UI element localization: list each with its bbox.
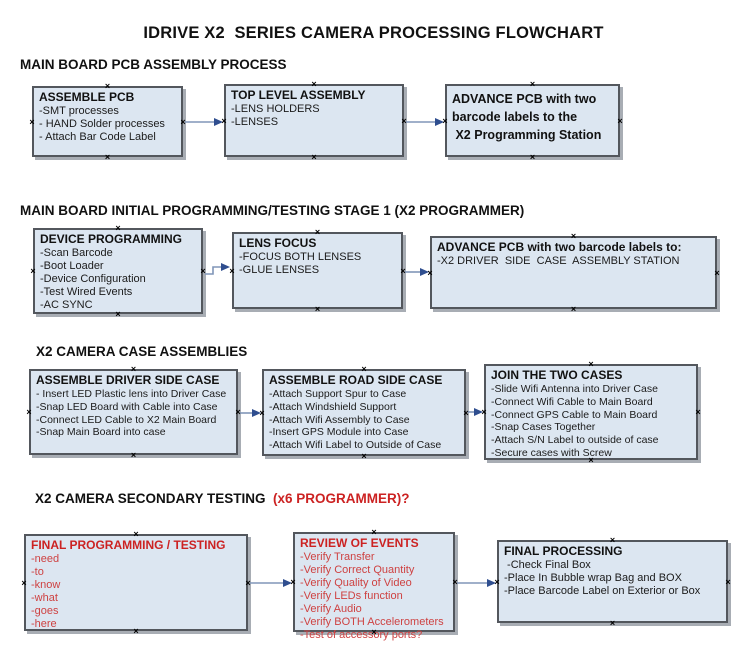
- flow-box-assemble-pcb[interactable]: ASSEMBLE PCB -SMT processes - HAND Solde…: [29, 82, 185, 162]
- box-title: ASSEMBLE ROAD SIDE CASE: [269, 373, 443, 387]
- box-title: LENS FOCUS: [239, 236, 317, 250]
- box-title: DEVICE PROGRAMMING: [40, 232, 183, 246]
- box-items: -Verify Transfer -Verify Correct Quantit…: [300, 551, 444, 641]
- connector-arrow[interactable]: [250, 579, 292, 587]
- connector-arrow[interactable]: [185, 118, 223, 126]
- section-heading-text: MAIN BOARD INITIAL PROGRAMMING/TESTING S…: [20, 203, 525, 218]
- box-items: -Check Final Box -Place In Bubble wrap B…: [504, 559, 701, 597]
- box-title: ADVANCE PCB with two barcode labels to:: [437, 240, 682, 254]
- flow-box-advance-pcb-programming-station[interactable]: ADVANCE PCB with two barcode labels to t…: [442, 80, 622, 162]
- connector-arrow[interactable]: [406, 118, 444, 126]
- flow-box-top-level-assembly[interactable]: TOP LEVEL ASSEMBLY -LENS HOLDERS -LENSES…: [221, 80, 406, 162]
- box-title: REVIEW OF EVENTS: [300, 536, 419, 550]
- box-title: ADVANCE PCB with two barcode labels to t…: [452, 92, 602, 142]
- box-items: -FOCUS BOTH LENSES -GLUE LENSES: [239, 251, 362, 276]
- flow-box-join-the-two-cases[interactable]: JOIN THE TWO CASES -Slide Wifi Antenna i…: [481, 360, 700, 465]
- box-title: FINAL PROCESSING: [504, 544, 623, 558]
- box-items: -X2 DRIVER SIDE CASE ASSEMBLY STATION: [437, 255, 680, 267]
- section-heading-initial-programming: MAIN BOARD INITIAL PROGRAMMING/TESTING S…: [20, 203, 524, 218]
- page-title: IDRIVE X2 SERIES CAMERA PROCESSING FLOWC…: [143, 24, 604, 42]
- flow-box-assemble-driver-side-case[interactable]: ASSEMBLE DRIVER SIDE CASE - Insert LED P…: [26, 365, 240, 460]
- box-title: JOIN THE TWO CASES: [491, 368, 623, 382]
- connector-arrow[interactable]: [205, 263, 230, 275]
- flow-box-final-processing[interactable]: FINAL PROCESSING -Check Final Box -Place…: [494, 536, 730, 628]
- flow-box-device-programming[interactable]: DEVICE PROGRAMMING -Scan Barcode -Boot L…: [30, 224, 205, 319]
- flow-box-advance-pcb-case-assembly[interactable]: ADVANCE PCB with two barcode labels to: …: [427, 232, 719, 314]
- connector-arrow[interactable]: [405, 268, 429, 276]
- box-items: -need -to -know -what -goes -here: [31, 553, 61, 630]
- box-items: -Attach Support Spur to Case -Attach Win…: [269, 388, 442, 452]
- section-heading-suffix: (x6 PROGRAMMER)?: [269, 491, 410, 506]
- box-title: FINAL PROGRAMMING / TESTING: [31, 538, 226, 552]
- flow-box-assemble-road-side-case[interactable]: ASSEMBLE ROAD SIDE CASE -Attach Support …: [259, 365, 468, 461]
- section-heading-case-assemblies: X2 CAMERA CASE ASSEMBLIES: [36, 344, 247, 359]
- section-heading-text: MAIN BOARD PCB ASSEMBLY PROCESS: [20, 57, 287, 72]
- flow-box-review-of-events[interactable]: REVIEW OF EVENTS -Verify Transfer -Verif…: [290, 528, 457, 642]
- box-items: -LENS HOLDERS -LENSES: [231, 103, 320, 128]
- connector-arrow[interactable]: [457, 579, 496, 587]
- box-items: -Scan Barcode -Boot Loader -Device Confi…: [40, 247, 146, 311]
- section-heading-text: X2 CAMERA SECONDARY TESTING: [35, 491, 270, 506]
- connector-arrow[interactable]: [240, 409, 261, 417]
- section-heading-pcb-assembly: MAIN BOARD PCB ASSEMBLY PROCESS: [20, 57, 287, 72]
- box-items: - Insert LED Plastic lens into Driver Ca…: [36, 388, 227, 439]
- box-items: -SMT processes - HAND Solder processes -…: [39, 105, 165, 143]
- box-title: TOP LEVEL ASSEMBLY: [231, 88, 366, 102]
- connector-arrow[interactable]: [468, 408, 483, 416]
- flow-box-lens-focus[interactable]: LENS FOCUS -FOCUS BOTH LENSES -GLUE LENS…: [229, 228, 405, 314]
- box-title: ASSEMBLE DRIVER SIDE CASE: [36, 373, 220, 387]
- section-heading-text: X2 CAMERA CASE ASSEMBLIES: [36, 344, 248, 359]
- box-title: ASSEMBLE PCB: [39, 90, 135, 104]
- box-items: -Slide Wifi Antenna into Driver Case -Co…: [491, 383, 659, 459]
- section-heading-secondary-testing: X2 CAMERA SECONDARY TESTING (x6 PROGRAMM…: [35, 491, 410, 506]
